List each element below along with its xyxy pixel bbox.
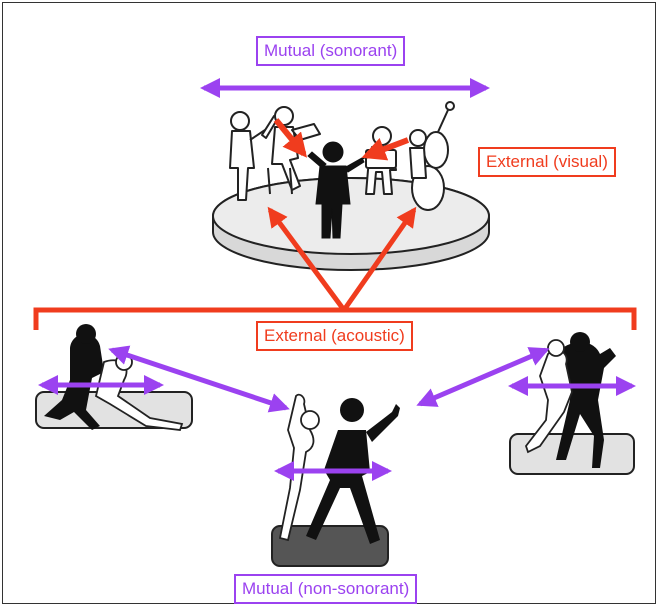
- label-external-visual: External (visual): [478, 147, 616, 177]
- dancing-couple-left-icon: [35, 324, 193, 431]
- label-external-acoustic: External (acoustic): [256, 321, 413, 351]
- label-mutual-sonorant: Mutual (sonorant): [256, 36, 406, 66]
- acoustic-arrow-up-left: [267, 206, 347, 312]
- cellist-icon: [409, 101, 455, 211]
- external-visual-arrow-right: [361, 137, 410, 161]
- external-visual-arrow-left: [273, 118, 308, 158]
- mutual-nonsonorant-arrow-right: [416, 347, 550, 407]
- dancing-couple-center-icon: [271, 393, 400, 567]
- acoustic-arrow-up-right: [341, 206, 417, 312]
- dancing-couple-right-icon: [509, 332, 635, 475]
- guitarist-icon: [229, 111, 279, 201]
- conductor-icon: [307, 141, 379, 239]
- label-mutual-nonsonorant: Mutual (non-sonorant): [234, 574, 418, 604]
- orchestra-stage-icon: [212, 177, 490, 271]
- external-acoustic-connector: [33, 307, 637, 330]
- mutual-nonsonorant-arrow-left: [108, 345, 290, 413]
